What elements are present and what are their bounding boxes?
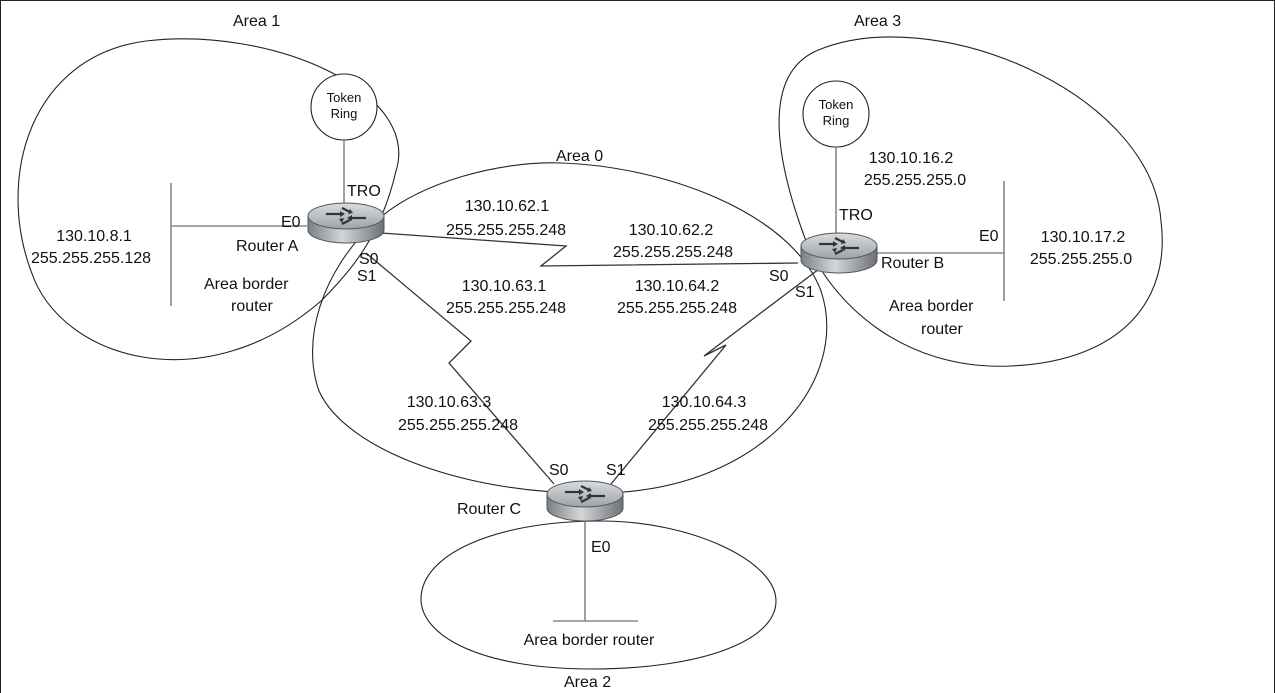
router-c-s0-label: S0: [549, 462, 569, 479]
router-c-s0-ip: 130.10.63.3: [407, 394, 492, 411]
area-3-boundary: [778, 36, 1163, 367]
router-c-s1-mask: 255.255.255.248: [648, 417, 768, 434]
router-b-lan-mask: 255.255.255.0: [1030, 251, 1132, 268]
router-b-s1-ip: 130.10.64.2: [635, 278, 720, 295]
token-ring-b-label-2: Ring: [823, 113, 850, 128]
router-b-lan-ip: 130.10.17.2: [1041, 229, 1126, 246]
serial-link-b-c: [610, 268, 820, 485]
router-a-s0-ip: 130.10.62.1: [465, 198, 550, 215]
area-1-boundary: [17, 38, 400, 361]
router-a-lan-ip: 130.10.8.1: [56, 228, 132, 245]
router-c-s1-ip: 130.10.64.3: [662, 394, 747, 411]
token-ring-a-label-2: Ring: [331, 106, 358, 121]
router-c-e0-label: E0: [591, 539, 611, 556]
router-c-s1-label: S1: [606, 462, 626, 479]
router-b-e0-label: E0: [979, 228, 999, 245]
router-b-s0-ip: 130.10.62.2: [629, 222, 714, 239]
router-c-role: Area border router: [524, 632, 655, 649]
router-a-tr0-label: TRO: [347, 183, 381, 200]
router-b-s1-label: S1: [795, 284, 815, 301]
area-2-boundary: [420, 520, 777, 670]
router-b-tr-mask: 255.255.255.0: [864, 172, 966, 189]
router-a-lan-mask: 255.255.255.128: [31, 250, 151, 267]
router-c-name: Router C: [457, 501, 521, 518]
router-a-s1-mask: 255.255.255.248: [446, 300, 566, 317]
router-b-role-2: router: [921, 321, 963, 338]
token-ring-a-label: Token: [327, 90, 362, 105]
router-a-name: Router A: [236, 238, 299, 255]
router-b-role: Area border: [889, 298, 974, 315]
router-b-tr0-label: TRO: [839, 207, 873, 224]
router-b-tr-ip: 130.10.16.2: [869, 150, 954, 167]
router-c-s0-mask: 255.255.255.248: [398, 417, 518, 434]
router-b-icon: [799, 231, 879, 275]
router-a-role-2: router: [231, 298, 273, 315]
area-0-boundary: [312, 162, 828, 494]
router-a-s0-label: S0: [359, 251, 379, 268]
area-0-label: Area 0: [556, 148, 603, 165]
router-c-icon: [545, 479, 625, 523]
area-1-label: Area 1: [233, 13, 280, 30]
router-b-name: Router B: [881, 255, 944, 272]
serial-link-a-c: [365, 252, 555, 485]
router-a-icon: [306, 201, 386, 245]
router-b-s0-mask: 255.255.255.248: [613, 244, 733, 261]
serial-link-a-b: [380, 232, 799, 267]
router-a-s0-mask: 255.255.255.248: [446, 222, 566, 239]
router-a-e0-label: E0: [281, 214, 301, 231]
router-b-s1-mask: 255.255.255.248: [617, 300, 737, 317]
router-a-s1-ip: 130.10.63.1: [462, 278, 547, 295]
router-b-s0-label: S0: [769, 268, 789, 285]
router-a-role: Area border: [204, 276, 289, 293]
router-a-s1-label: S1: [357, 268, 377, 285]
area-2-label: Area 2: [564, 674, 611, 691]
area-3-label: Area 3: [854, 13, 901, 30]
token-ring-b-label: Token: [819, 97, 854, 112]
